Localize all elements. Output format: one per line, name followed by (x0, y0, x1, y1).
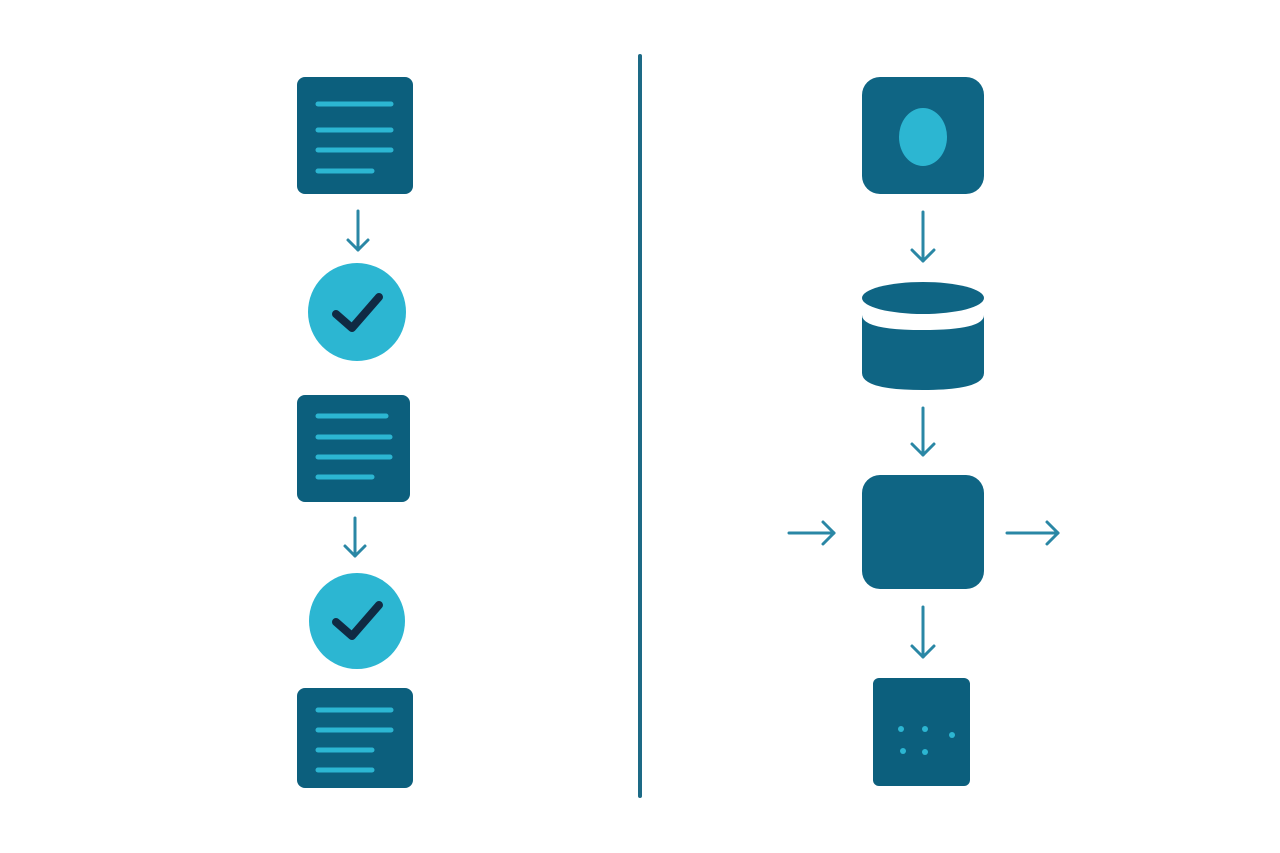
arrow-down-icon (343, 516, 367, 558)
rounded-square-with-oval-icon (862, 77, 984, 194)
check-circle-icon (308, 263, 406, 361)
arrow-down-icon (910, 406, 936, 457)
document-icon (297, 77, 413, 194)
arrow-right-in-icon (787, 520, 836, 546)
arrow-down-icon (910, 210, 936, 263)
arrow-down-icon (346, 209, 370, 252)
database-cylinder-icon (862, 282, 984, 390)
document-icon (297, 395, 410, 502)
dotted-square-icon (873, 678, 970, 786)
arrow-down-icon (910, 605, 936, 659)
rounded-square-icon (862, 475, 984, 589)
arrow-right-out-icon (1005, 520, 1060, 546)
document-icon (297, 688, 413, 788)
check-circle-icon (309, 573, 405, 669)
